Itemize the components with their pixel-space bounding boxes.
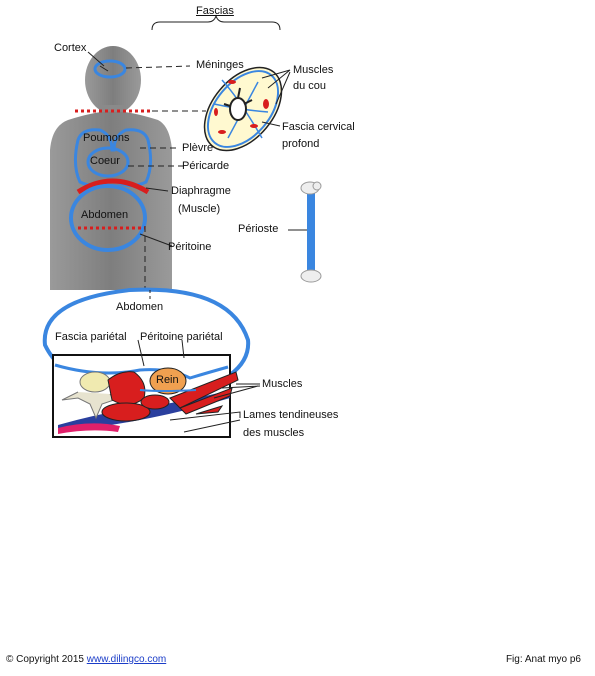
copyright-text: © Copyright 2015 (6, 654, 84, 665)
vertebra (61, 371, 115, 420)
label-fascia-cervical-1: Fascia cervical (282, 121, 355, 133)
label-peritoine-parietal: Péritoine pariétal (140, 331, 223, 343)
footer-fig: Fig: Anat myo p6 (505, 654, 581, 665)
label-peritoine: Péritoine (168, 241, 212, 253)
label-cortex: Cortex (54, 42, 87, 54)
fascias-bracket (151, 14, 281, 31)
label-lames-1: Lames tendineuses (243, 409, 339, 421)
diaphragm-muscle (76, 178, 150, 195)
kidney (149, 367, 187, 395)
human-silhouette (50, 46, 172, 291)
label-diaphragme-2: (Muscle) (178, 203, 221, 215)
label-poumons: Poumons (83, 132, 130, 144)
label-fascia-parietal: Fascia pariétal (55, 331, 127, 343)
label-meninges: Méninges (196, 59, 244, 71)
label-fascia-cervical-2: profond (282, 138, 320, 150)
meninges-shape (93, 59, 127, 79)
label-abdomen-body: Abdomen (81, 209, 129, 221)
leader-lines (87, 51, 307, 433)
diagram-title: Fascias (196, 5, 234, 17)
label-plevre: Plèvre (182, 142, 214, 154)
label-rein: Rein (156, 374, 179, 386)
label-coeur: Coeur (90, 155, 120, 167)
label-perioste: Périoste (238, 223, 279, 235)
neck-cross-section (203, 66, 283, 152)
footer-copyright: © Copyright 2015 www.dilingco.com (6, 654, 166, 665)
label-pericarde: Péricarde (182, 160, 230, 172)
label-muscles-cou-2: du cou (293, 80, 327, 92)
label-lames-2: des muscles (243, 427, 305, 439)
muscle-shapes (101, 371, 239, 422)
label-muscles-cou-1: Muscles (293, 64, 334, 76)
label-abdomen-section: Abdomen (116, 301, 164, 313)
label-diaphragme-1: Diaphragme (171, 185, 231, 197)
copyright-link[interactable]: www.dilingco.com (86, 654, 167, 665)
bone-periosteum (300, 181, 322, 283)
label-muscles: Muscles (262, 378, 303, 390)
heart-pericardium (86, 146, 130, 178)
abdomen-peritoneum (69, 184, 147, 252)
